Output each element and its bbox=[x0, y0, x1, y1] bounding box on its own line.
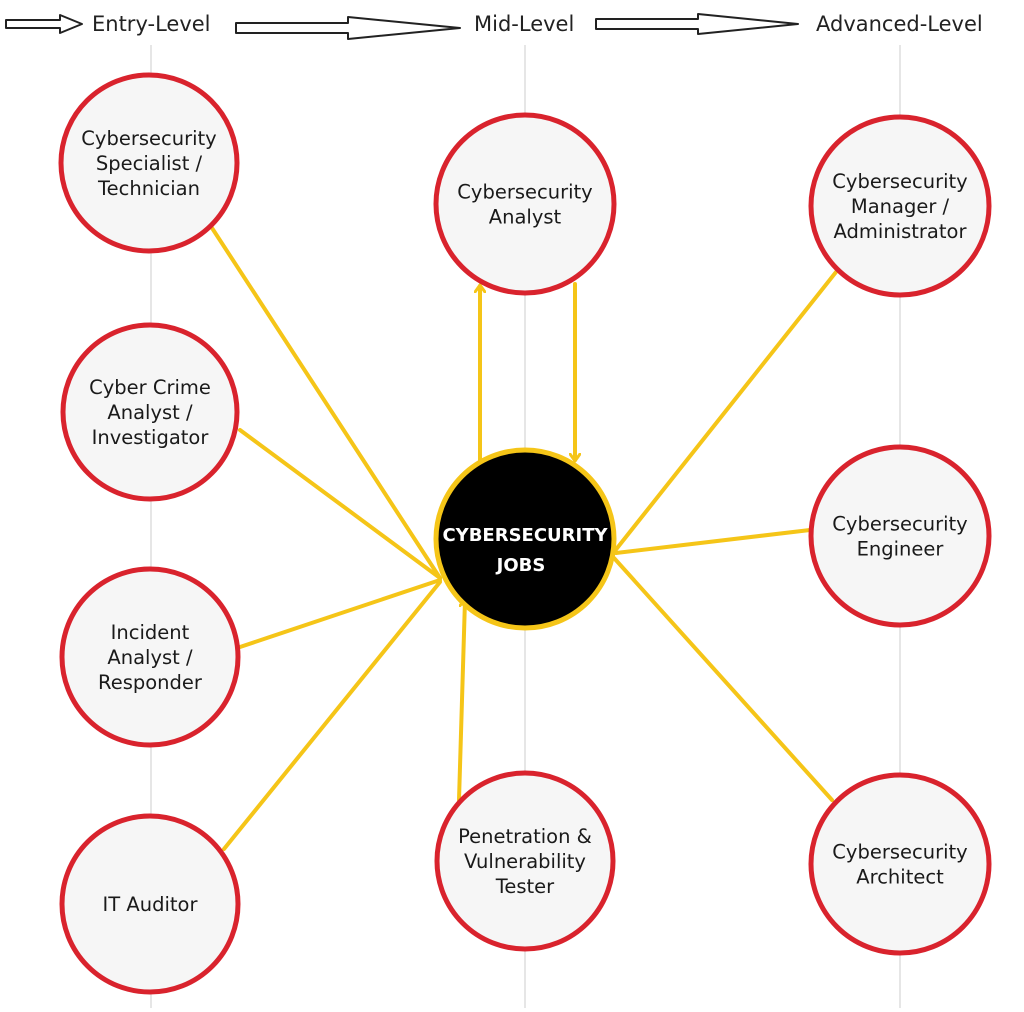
level-header: Entry-Level Mid-Level Advanced-Level bbox=[5, 12, 983, 40]
connector-incident-analyst bbox=[238, 578, 442, 649]
connector-crime-analyst bbox=[238, 428, 442, 580]
role-node-label-line: Cybersecurity bbox=[457, 181, 592, 204]
role-node-label-line: Cybersecurity bbox=[832, 513, 967, 536]
hub-label-line-1: CYBERSECURITY bbox=[442, 525, 608, 546]
hub-label-line-2: JOBS bbox=[495, 555, 546, 576]
role-node-label-line: Technician bbox=[97, 177, 200, 200]
role-node-label-line: Analyst bbox=[489, 206, 562, 229]
role-node-label-line: Cyber Crime bbox=[89, 376, 211, 399]
role-node-label-line: Responder bbox=[98, 671, 203, 694]
role-node-it-auditor: IT Auditor bbox=[59, 813, 241, 995]
role-node-label-line: Architect bbox=[856, 866, 944, 889]
hub-circle bbox=[433, 447, 617, 631]
level-label-entry: Entry-Level bbox=[92, 12, 211, 36]
level-label-advanced: Advanced-Level bbox=[816, 12, 983, 36]
role-node-label-line: Tester bbox=[495, 875, 555, 898]
role-node-label-line: Cybersecurity bbox=[81, 127, 216, 150]
role-node-label-line: Cybersecurity bbox=[832, 841, 967, 864]
role-node-circle bbox=[434, 770, 616, 952]
role-node-label-line: Incident bbox=[111, 621, 190, 644]
header-arrow-1 bbox=[5, 14, 83, 34]
hub-node: CYBERSECURITY JOBS bbox=[433, 447, 617, 631]
role-node-circle bbox=[60, 322, 240, 502]
connector-specialist bbox=[210, 226, 442, 580]
role-node-label-line: Manager / bbox=[851, 195, 950, 218]
connector-it-auditor bbox=[222, 580, 442, 851]
role-node-circle bbox=[58, 72, 240, 254]
connector-architect bbox=[612, 556, 834, 802]
role-node-circle bbox=[808, 772, 992, 956]
role-node-label-line: IT Auditor bbox=[103, 893, 199, 916]
connector-engineer bbox=[614, 528, 812, 555]
role-node-label-line: Penetration & bbox=[458, 825, 592, 848]
role-node-circle bbox=[59, 813, 241, 995]
header-arrow-2 bbox=[235, 16, 461, 40]
connector-manager bbox=[612, 270, 838, 554]
role-node-circle bbox=[808, 444, 992, 628]
role-node-circle bbox=[808, 114, 992, 298]
level-label-mid: Mid-Level bbox=[474, 12, 574, 36]
role-node-label-line: Analyst / bbox=[107, 401, 193, 424]
role-node-label-line: Administrator bbox=[834, 220, 968, 243]
role-node-label-line: Vulnerability bbox=[464, 850, 586, 873]
role-node-label-line: Specialist / bbox=[96, 152, 203, 175]
connector-pen-tester-up bbox=[457, 600, 465, 802]
role-node-label-line: Cybersecurity bbox=[832, 170, 967, 193]
connectors bbox=[210, 226, 838, 851]
role-node-label-line: Investigator bbox=[92, 426, 210, 449]
role-node-label-line: Analyst / bbox=[107, 646, 193, 669]
role-node-circle bbox=[59, 566, 241, 748]
role-node-label-line: Engineer bbox=[857, 538, 945, 561]
role-node-circle bbox=[433, 112, 617, 296]
header-arrow-3 bbox=[595, 13, 799, 35]
